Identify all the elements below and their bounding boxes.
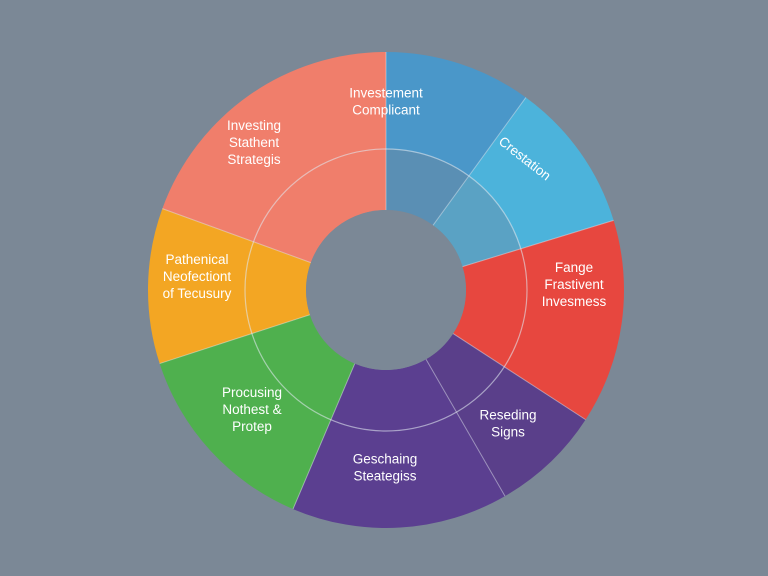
segment-label-line: Fange: [555, 260, 593, 275]
segment-outer-procusing-nothest: [159, 333, 331, 510]
segment-investing-stathent: [162, 52, 386, 263]
segment-geschaing-steategiss: [293, 359, 505, 528]
segment-inner-reseding-signs: [426, 333, 505, 413]
segment-label-line: Frastivent: [544, 277, 604, 292]
segment-inner-geschaing-steategiss: [330, 359, 457, 431]
segment-outer-crestation: [468, 97, 614, 249]
center-hole: [306, 210, 466, 370]
segment-inner-pathenical-neofectiont: [245, 241, 311, 334]
radial-divider: [162, 208, 311, 264]
segment-label-line: Strategis: [227, 152, 281, 167]
segment-procusing-nothest: [159, 314, 355, 510]
segment-label-line: Protep: [232, 419, 272, 434]
segment-inner-investement-complicant: [386, 149, 469, 226]
radial-divider: [159, 314, 311, 365]
segment-label-line: Signs: [491, 425, 525, 440]
segment-pathenical-neofectiont: [148, 208, 311, 364]
segment-crestation: [433, 97, 614, 267]
segment-investement-complicant: [386, 52, 526, 226]
radial-divider: [452, 333, 586, 421]
segment-inner-procusing-nothest: [251, 314, 355, 420]
radial-divider: [292, 363, 356, 510]
segment-inner-fange-frastivent: [453, 248, 528, 367]
segment-reseding-signs: [426, 333, 586, 497]
segment-label-line: Reseding: [479, 408, 536, 423]
segment-outer-reseding-signs: [456, 366, 586, 497]
segment-outer-pathenical-neofectiont: [148, 208, 254, 364]
segment-label-line: Investing: [227, 118, 281, 133]
ring-divider: [244, 148, 528, 432]
radial-divider: [462, 219, 614, 268]
segment-inner-crestation: [433, 175, 521, 267]
segment-label-line: of Tecusury: [163, 286, 232, 301]
segment-label-line: Steategiss: [353, 469, 416, 484]
segment-label-line: Investement: [349, 86, 423, 101]
radial-divider: [432, 97, 527, 226]
segment-outer-investement-complicant: [386, 52, 526, 176]
segment-outer-investing-stathent: [162, 52, 386, 242]
segment-inner-investing-stathent: [253, 149, 386, 263]
segment-label-line: Procusing: [222, 385, 282, 400]
segment-outer-geschaing-steategiss: [293, 412, 505, 528]
segment-label-line: Nothest &: [222, 402, 281, 417]
segment-label-line: Neofectiont: [163, 269, 232, 284]
segment-label-line: Invesmess: [542, 294, 607, 309]
segment-outer-fange-frastivent: [504, 220, 624, 420]
segment-label-line: Geschaing: [353, 452, 418, 467]
segment-label-line: Complicant: [352, 103, 420, 118]
radial-divider: [425, 359, 506, 497]
segment-label-line: Pathenical: [165, 252, 228, 267]
segment-fange-frastivent: [453, 220, 624, 420]
segment-label-line: Stathent: [229, 135, 280, 150]
